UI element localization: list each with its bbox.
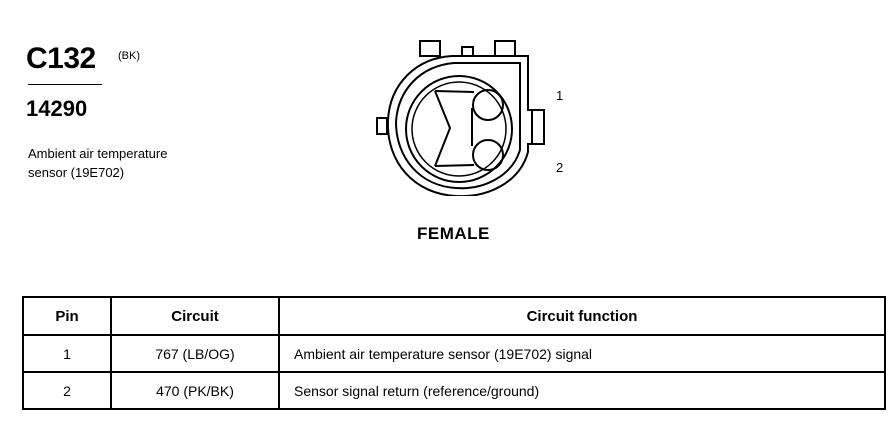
cell-circuit-function: Ambient air temperature sensor (19E702) …: [278, 334, 886, 373]
header-pin: Pin: [22, 296, 112, 336]
pin-2-label: 2: [556, 160, 564, 175]
pin-1-label: 1: [556, 88, 564, 103]
cell-circuit: 470 (PK/BK): [110, 371, 280, 410]
connector-id: C132: [26, 42, 96, 75]
housing-outer: [386, 55, 533, 196]
pinout-table: Pin Circuit Circuit function 1 767 (LB/O…: [22, 296, 886, 410]
pin-1-terminal: [472, 89, 504, 121]
side-tab-left: [376, 117, 388, 135]
housing-inner: [394, 62, 521, 190]
pin-2-terminal: [472, 139, 504, 171]
terminal-cavity-inner: [411, 81, 507, 177]
top-tab-left: [419, 40, 441, 57]
gender-label: FEMALE: [417, 224, 490, 243]
keying-chevron: [434, 90, 452, 167]
terminal-cavity: [405, 75, 513, 183]
side-tab-right: [531, 109, 545, 145]
connector-face-diagram: [376, 40, 545, 196]
part-number: 14290: [26, 96, 88, 121]
cell-pin: 2: [22, 371, 112, 410]
connector-description-line2: sensor (19E702): [28, 165, 125, 180]
connector-color-code: (BK): [118, 50, 140, 62]
cell-pin: 1: [22, 334, 112, 373]
cell-circuit-function: Sensor signal return (reference/ground): [278, 371, 886, 410]
top-tab-right: [494, 40, 516, 57]
top-tab-center: [461, 46, 474, 57]
keying-line-top: [434, 90, 475, 93]
cell-circuit: 767 (LB/OG): [110, 334, 280, 373]
header-circuit: Circuit: [110, 296, 280, 336]
keying-line-bottom: [434, 164, 475, 167]
connector-description-line1: Ambient air temperature: [28, 146, 168, 161]
table-row: 2 470 (PK/BK) Sensor signal return (refe…: [22, 371, 886, 410]
table-header-row: Pin Circuit Circuit function: [22, 296, 886, 336]
title-underline: [28, 84, 102, 85]
header-circuit-function: Circuit function: [278, 296, 886, 336]
table-row: 1 767 (LB/OG) Ambient air temperature se…: [22, 334, 886, 373]
